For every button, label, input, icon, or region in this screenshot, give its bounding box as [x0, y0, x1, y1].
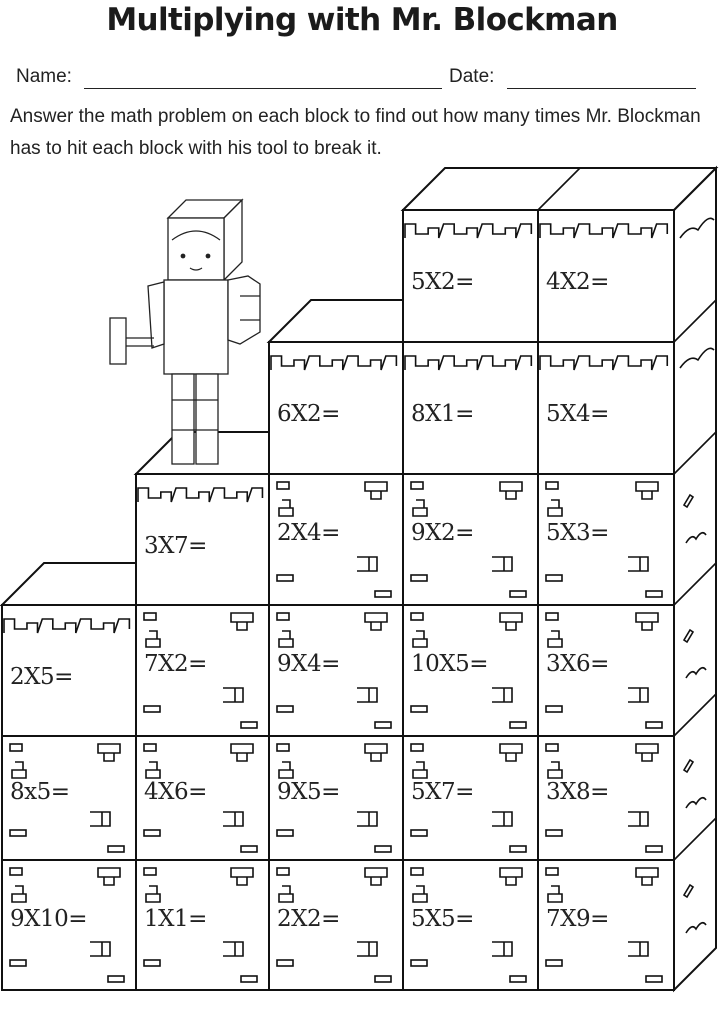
- block-problem-7: 2X4=: [277, 519, 340, 546]
- worksheet-title: Multiplying with Mr. Blockman: [106, 2, 618, 38]
- block-problem-2: 4X2=: [546, 269, 609, 296]
- block-21: [135, 859, 270, 991]
- block-problem-14: 3X6=: [546, 650, 609, 677]
- block-23: [402, 859, 539, 991]
- block-problem-5: 5X4=: [546, 401, 609, 428]
- block-problem-9: 5X3=: [546, 519, 609, 546]
- block-6: [135, 473, 270, 606]
- block-problem-23: 5X5=: [411, 905, 474, 932]
- block-15: [1, 735, 137, 861]
- date-field-line: [507, 88, 696, 89]
- block-problem-15: 8x5=: [10, 779, 70, 806]
- instructions-text: Answer the math problem on each block to…: [10, 106, 701, 159]
- block-2: [537, 209, 675, 343]
- block-24: [537, 859, 675, 991]
- block-problem-20: 9X10=: [10, 905, 88, 932]
- block-problem-11: 7X2=: [144, 650, 207, 677]
- block-12: [268, 604, 404, 737]
- block-problem-22: 2X2=: [277, 905, 340, 932]
- block-16: [135, 735, 270, 861]
- block-problem-13: 10X5=: [411, 650, 489, 677]
- date-label: Date:: [449, 66, 495, 87]
- name-field-line: [84, 88, 442, 89]
- block-problem-8: 9X2=: [411, 519, 474, 546]
- block-problem-4: 8X1=: [411, 401, 474, 428]
- block-20: [1, 859, 137, 991]
- block-problem-17: 9X5=: [277, 779, 340, 806]
- name-label: Name:: [16, 66, 72, 87]
- block-problem-10: 2X5=: [10, 663, 73, 690]
- block-5: [537, 341, 675, 475]
- block-problem-16: 4X6=: [144, 779, 207, 806]
- blockman-figure: [109, 198, 261, 465]
- block-9: [537, 473, 675, 606]
- block-problem-24: 7X9=: [546, 905, 609, 932]
- block-22: [268, 859, 404, 991]
- block-problem-19: 3X8=: [546, 779, 609, 806]
- block-problem-12: 9X4=: [277, 650, 340, 677]
- block-10: [1, 604, 137, 737]
- block-19: [537, 735, 675, 861]
- block-problem-3: 6X2=: [277, 401, 340, 428]
- block-problem-18: 5X7=: [411, 779, 474, 806]
- block-problem-6: 3X7=: [144, 532, 207, 559]
- block-problem-21: 1X1=: [144, 905, 207, 932]
- block-problem-1: 5X2=: [411, 269, 474, 296]
